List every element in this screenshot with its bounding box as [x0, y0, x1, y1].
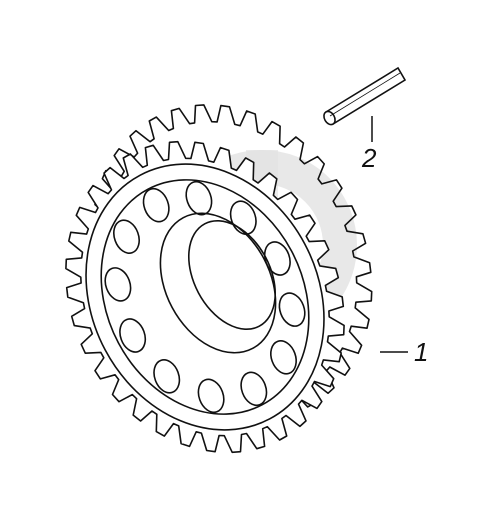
gear-hole — [197, 378, 225, 414]
callout-number-1: 1 — [414, 337, 429, 367]
gear-hole — [270, 340, 297, 375]
gear-holes — [104, 180, 306, 414]
gear-hole — [263, 241, 291, 276]
gear-rim-inner — [100, 179, 310, 415]
gear-front-teeth — [65, 140, 345, 454]
gear-hole — [185, 180, 213, 216]
gear-hole — [119, 318, 147, 353]
gear-hole — [278, 292, 306, 327]
gear-part — [65, 104, 373, 454]
gear-hole — [142, 187, 170, 223]
gear-hole — [153, 359, 181, 394]
pin-body — [324, 66, 407, 126]
gear-hole — [240, 371, 268, 407]
gear-bore — [159, 212, 277, 354]
pin-highlight — [329, 72, 401, 117]
callout-number-2: 2 — [362, 143, 377, 173]
pin-part — [323, 66, 407, 126]
gear-hole — [229, 200, 257, 235]
gear-rim — [85, 163, 325, 431]
gear-hole — [104, 267, 132, 302]
gear-hole — [113, 219, 140, 254]
